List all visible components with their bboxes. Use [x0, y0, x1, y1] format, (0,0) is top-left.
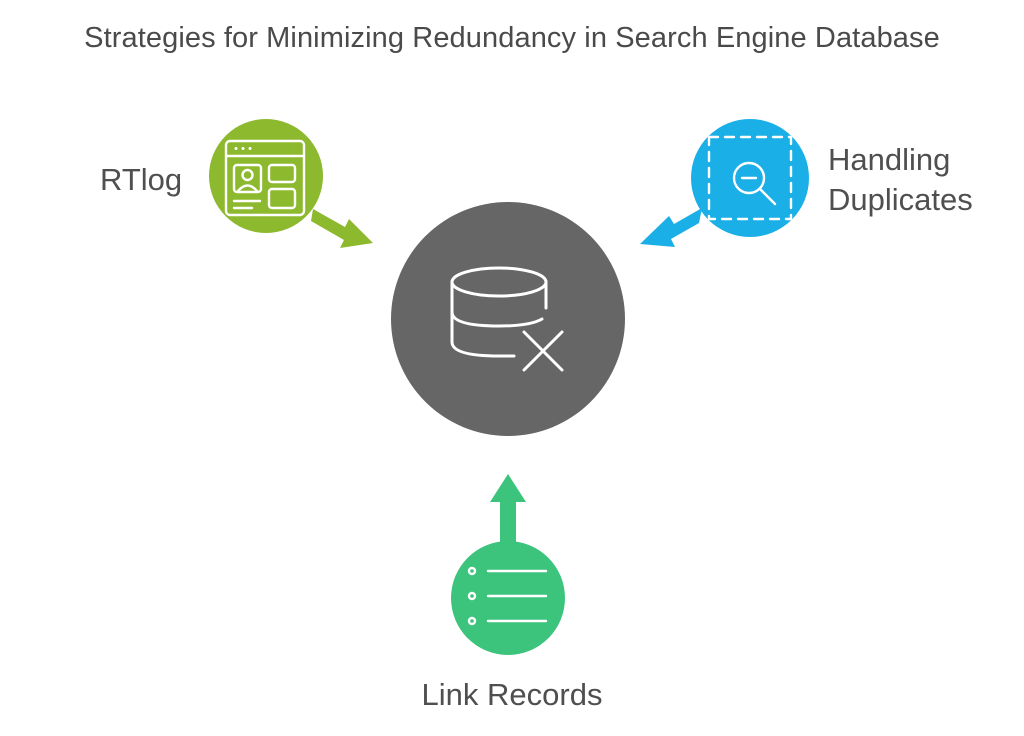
handling-duplicates-node — [640, 119, 809, 247]
handling-duplicates-label-line-2: Duplicates — [828, 182, 973, 217]
link-records-node — [451, 474, 565, 655]
link-records-circle — [451, 541, 565, 655]
rtlog-node — [209, 119, 373, 248]
list-icon — [467, 566, 548, 626]
handling-duplicates-label-line-1: Handling — [828, 142, 951, 177]
rtlog-label: RTlog — [100, 162, 183, 197]
center-hub — [391, 202, 625, 436]
database-x-icon — [450, 266, 564, 372]
link-records-arrow — [490, 474, 526, 548]
handling-duplicates-arrow — [640, 208, 702, 247]
center-circle — [391, 202, 625, 436]
zoom-out-icon — [707, 135, 793, 221]
handling-duplicates-label: Handling Duplicates — [828, 140, 973, 220]
link-records-label: Link Records — [421, 677, 603, 712]
rtlog-arrow — [311, 209, 373, 248]
diagram-title: Strategies for Minimizing Redundancy in … — [84, 22, 940, 54]
web-layout-icon — [224, 139, 306, 217]
